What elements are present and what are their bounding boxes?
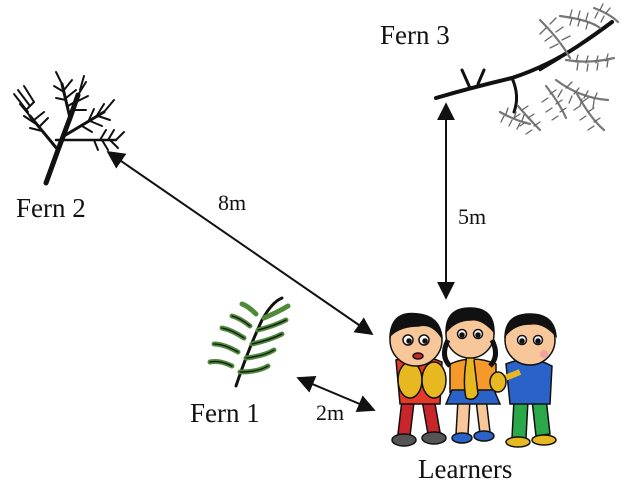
distance-fern2-label: 8m [218, 190, 247, 215]
fern-2-icon [13, 71, 125, 186]
fern-1-icon [207, 296, 291, 388]
learner-trumpet-icon [489, 313, 557, 448]
learner-cymbals-icon [389, 312, 447, 447]
fern-3-icon [434, 3, 620, 135]
fern-3-label: Fern 3 [380, 20, 450, 50]
learners-group [389, 307, 557, 448]
learners-label: Learners [418, 454, 513, 484]
fern-2-label: Fern 2 [16, 193, 86, 223]
arrow-fern1-to-learners [296, 375, 376, 413]
fern-1-label: Fern 1 [190, 398, 260, 428]
distance-fern1-label: 2m [316, 400, 345, 425]
distance-fern3-label: 5m [458, 204, 487, 229]
arrow-fern2-to-learners [106, 150, 374, 336]
